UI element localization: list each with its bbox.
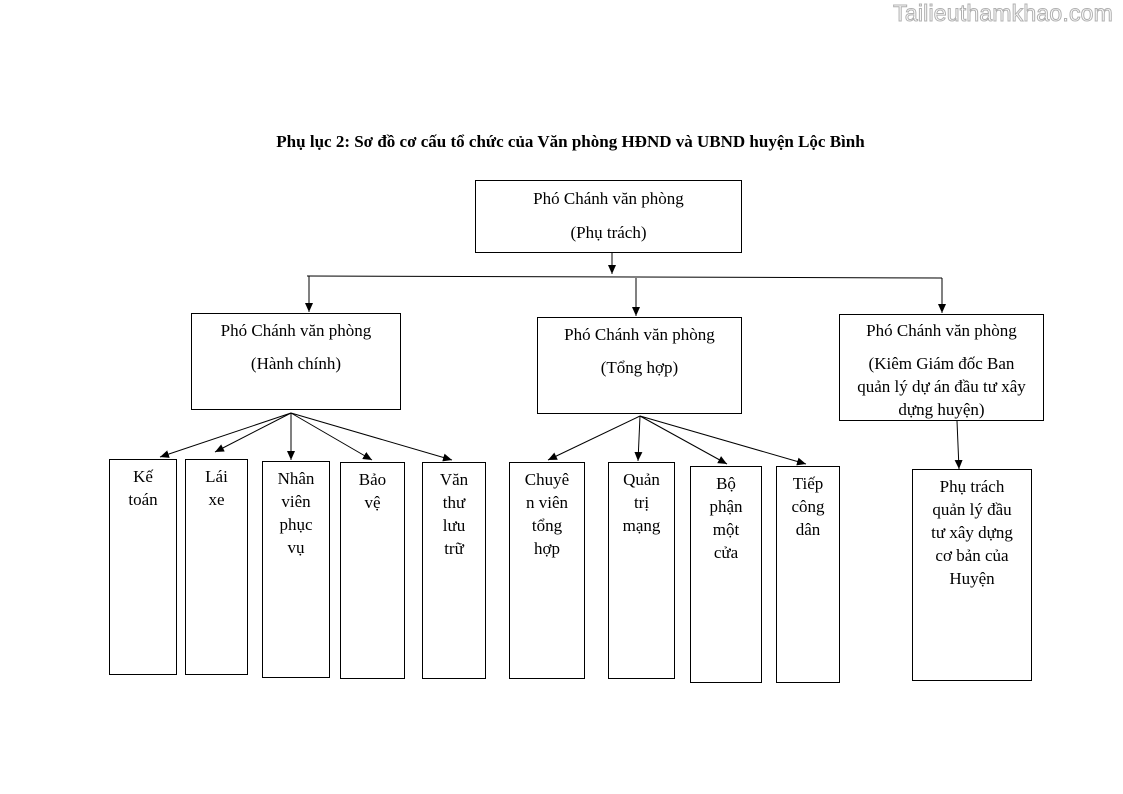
box-line: Tiếp (792, 474, 824, 493)
box-driver: Lái xe (185, 459, 248, 675)
connector-center-2 (634, 415, 643, 462)
box-archives: Văn thư lưu trữ (422, 462, 486, 679)
box-line: n viên (525, 493, 569, 512)
box-line: một (712, 520, 740, 539)
connector-left-1 (159, 412, 292, 458)
box-line: vệ (364, 493, 381, 512)
box-deputy-general: Phó Chánh văn phòng (Tổng hợp) (537, 317, 742, 414)
box-sublabel: (Tổng hợp) (600, 358, 679, 377)
box-line: lưu (442, 516, 466, 535)
box-general-specialist: Chuyê n viên tổng hợp (509, 462, 585, 679)
box-line: phận (709, 497, 743, 516)
box-line: Văn (439, 470, 469, 489)
box-line: Huyện (949, 569, 995, 588)
box-label: Phó Chánh văn phòng (533, 189, 684, 208)
box-line: trị (633, 493, 650, 512)
connector-center-1 (547, 415, 641, 461)
box-line: xe (208, 490, 225, 509)
box-line: hợp (534, 539, 560, 558)
box-line: dân (795, 520, 821, 539)
box-line: viên (281, 492, 311, 511)
connector-left-2 (214, 412, 292, 453)
box-deputy-project-management: Phó Chánh văn phòng (Kiêm Giám đốc Ban q… (839, 314, 1044, 421)
box-line: quản lý đầu (932, 500, 1012, 519)
box-line: mạng (622, 516, 661, 535)
box-sublabel: (Kiêm Giám đốc Ban quản lý dự án đầu tư … (857, 354, 1026, 419)
box-line: tổng (531, 516, 563, 535)
box-line: công (791, 497, 825, 516)
box-top-deputy-in-charge: Phó Chánh văn phòng (Phụ trách) (475, 180, 742, 253)
box-line: Quản (623, 470, 660, 489)
connector-bus (306, 275, 943, 279)
connector-center-4 (639, 415, 807, 466)
connector-right-1 (954, 420, 963, 470)
box-sublabel: (Hành chính) (250, 354, 342, 373)
connector-center-3 (639, 415, 728, 465)
box-accounting: Kế toán (109, 459, 177, 675)
watermark: Tailieuthamkhao.com (893, 0, 1114, 27)
box-service-staff: Nhân viên phục vụ (262, 461, 330, 678)
box-line: trữ (444, 539, 464, 558)
box-line: Phụ trách (939, 477, 1005, 496)
diagram-title: Phụ lục 2: Sơ đồ cơ cấu tổ chức của Văn … (276, 132, 865, 151)
box-deputy-administration: Phó Chánh văn phòng (Hành chính) (191, 313, 401, 410)
connector-left-5 (290, 412, 453, 462)
box-one-stop-desk: Bộ phận một cửa (690, 466, 762, 683)
box-line: thư (442, 493, 466, 512)
box-line: Kế (133, 467, 153, 486)
box-line: toán (128, 490, 158, 509)
box-line: cửa (713, 543, 739, 562)
box-citizen-reception: Tiếp công dân (776, 466, 840, 683)
box-security: Bảo vệ (340, 462, 405, 679)
box-network-admin: Quản trị mạng (608, 462, 675, 679)
box-line: Bộ (716, 474, 736, 493)
box-line: vụ (287, 538, 305, 557)
box-line: phục (279, 515, 313, 534)
box-line: cơ bản của (935, 546, 1009, 565)
box-line: Lái (205, 467, 228, 486)
box-label: Phó Chánh văn phòng (564, 325, 715, 344)
box-label: Phó Chánh văn phòng (866, 321, 1017, 340)
box-label: Phó Chánh văn phòng (220, 321, 372, 340)
box-sublabel: (Phụ trách) (570, 223, 647, 242)
connector-left-4 (290, 412, 373, 461)
box-construction-investment: Phụ trách quản lý đầu tư xây dựng cơ bản củ… (912, 469, 1032, 681)
box-line: Chuyê (524, 470, 570, 489)
box-line: Bảo (358, 470, 387, 489)
box-line: Nhân (277, 469, 315, 488)
box-line: tư xây dựng (931, 523, 1013, 542)
